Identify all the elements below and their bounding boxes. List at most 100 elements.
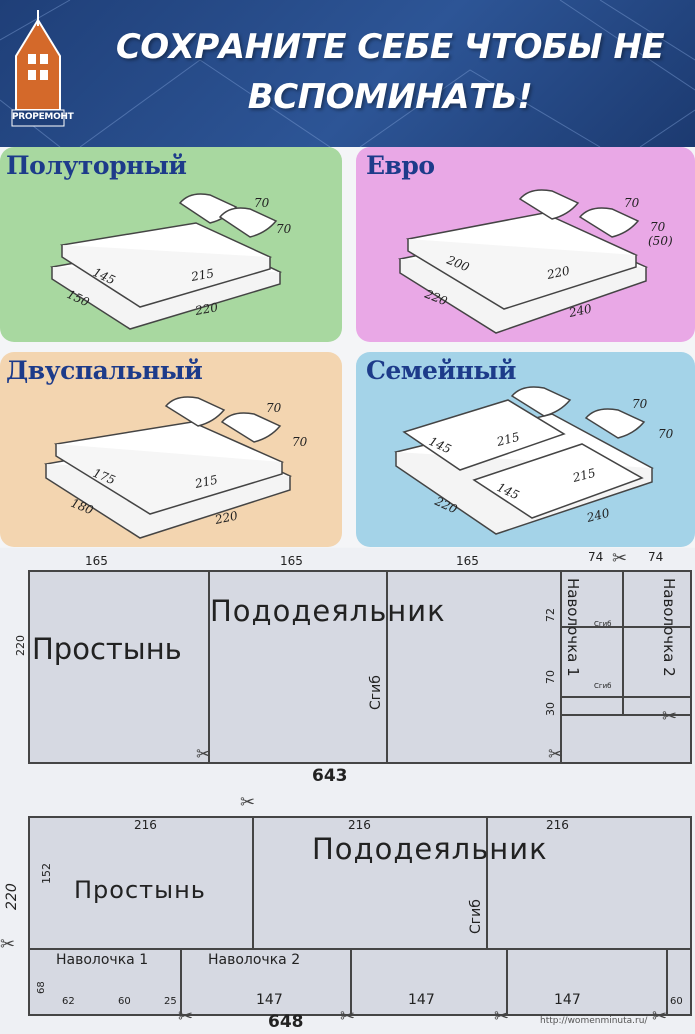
- fold-line: [486, 818, 488, 948]
- duvet-label: Пододеяльник: [312, 832, 548, 866]
- scissors-icon: ✂: [178, 1006, 194, 1027]
- pillow-dim-72: 72: [544, 608, 557, 622]
- duvet-label: Пододеяльник: [210, 594, 446, 628]
- pillow-width: 70: [266, 401, 282, 415]
- divider: [562, 626, 692, 628]
- small-fold-label-2: Сгиб: [594, 682, 612, 690]
- pillow-width: 70: [254, 196, 270, 210]
- total-width: 643: [312, 766, 348, 786]
- bed-width-1: 145: [427, 434, 454, 456]
- panel-semeiny: Семейный 70 70 145 215 145 215 220 240: [356, 352, 695, 547]
- small-fold-label: Сгиб: [594, 620, 612, 628]
- bottom-dim-5: 147: [408, 992, 435, 1008]
- panel-title: Двуспальный: [6, 356, 203, 385]
- divider: [562, 696, 692, 698]
- divider: [506, 948, 508, 1014]
- headline-line-1: СОХРАНИТЕ СЕБЕ ЧТОБЫ НЕ: [115, 27, 665, 67]
- pillow-height: 70: [292, 435, 308, 449]
- dim-side-2: 220: [4, 883, 20, 910]
- sheet-width: 150: [65, 287, 92, 310]
- dim-top-5: 74: [648, 550, 664, 564]
- pillow2-label: Наволочка 2: [208, 952, 301, 968]
- sheet-label: Простынь: [74, 876, 206, 904]
- pillow-height-alt: (50): [648, 234, 673, 248]
- pillow-height: 70: [658, 427, 674, 441]
- logo-house-icon: [11, 10, 65, 127]
- scissors-icon: ✂: [0, 934, 16, 955]
- bottom-dim-3: 25: [164, 996, 177, 1007]
- sheet-width: 220: [432, 494, 460, 517]
- sheet-label: Простынь: [32, 632, 182, 666]
- divider: [560, 572, 562, 762]
- headline-line-2: ВСПОМИНАТЬ!: [247, 77, 533, 117]
- scissors-icon: ✂: [612, 548, 628, 569]
- bottom-dim-7: 60: [670, 996, 683, 1007]
- inner-side-dim: 152: [40, 863, 53, 884]
- pillow1-label: Наволочка 1: [56, 952, 149, 968]
- sheet-width: 220: [422, 286, 450, 308]
- panel-evro: Евро 70 70 (50) 200 220 220 240: [356, 147, 695, 342]
- bed-icon: [398, 189, 649, 334]
- panel-polutorny: Полуторный 70 70 145 215 150 220: [0, 147, 342, 342]
- divider: [622, 572, 624, 714]
- bed-length-1: 215: [494, 430, 521, 449]
- cutting-diagrams: 165 165 165 74 74 ✂ 220 Простынь Пододея…: [0, 548, 695, 1034]
- divider: [350, 948, 352, 1014]
- divider: [208, 572, 210, 762]
- bed-length-2: 215: [570, 466, 597, 485]
- bed-width: 200: [444, 252, 472, 274]
- panel-title: Полуторный: [6, 151, 187, 180]
- sheet-width: 180: [69, 496, 96, 518]
- scissors-icon: ✂: [652, 1006, 668, 1027]
- pillow2-label: Наволочка 2: [660, 578, 678, 677]
- logo-text: PROРЕМОНТ: [12, 112, 74, 122]
- divider: [180, 948, 182, 1014]
- watermark: http://womenminuta.ru/: [540, 1016, 648, 1026]
- bed-icon: [43, 396, 293, 539]
- bed-width: 145: [91, 265, 118, 287]
- fabric-layout-1: Простынь Пододеяльник Сгиб 72 70 30 Наво…: [28, 570, 692, 764]
- sheet-length: 220: [213, 508, 240, 527]
- pillow-dim-30: 30: [544, 702, 557, 716]
- dim-top-2: 165: [280, 554, 303, 568]
- dim-top-4: 74: [588, 550, 604, 564]
- dim-top-3: 216: [546, 818, 569, 832]
- bed-size-panels: Полуторный 70 70 145 215 150 220 Евро: [0, 147, 695, 547]
- pillow1-label: Наволочка 1: [564, 578, 582, 677]
- divider: [252, 818, 254, 948]
- sheet-length: 220: [193, 300, 219, 318]
- total-width: 648: [268, 1012, 304, 1032]
- scissors-icon: ✂: [548, 744, 564, 765]
- bed-length: 220: [545, 263, 572, 282]
- bed-length: 215: [189, 266, 215, 284]
- bottom-dim-1: 62: [62, 996, 75, 1007]
- bottom-dim-6: 147: [554, 992, 581, 1008]
- pillow-height: 70: [276, 222, 292, 236]
- headline: СОХРАНИТЕ СЕБЕ ЧТОБЫ НЕ ВСПОМИНАТЬ!: [90, 22, 690, 122]
- header-banner: PROРЕМОНТ СОХРАНИТЕ СЕБЕ ЧТОБЫ НЕ ВСПОМИ…: [0, 0, 695, 147]
- scissors-icon: ✂: [340, 1006, 356, 1027]
- scissors-icon: ✂: [196, 744, 212, 765]
- banner-decoration: [0, 0, 695, 147]
- panel-title: Евро: [366, 151, 435, 180]
- sheet-length: 240: [567, 301, 594, 320]
- dim-side: 220: [14, 635, 27, 656]
- bottom-dim-4: 147: [256, 992, 283, 1008]
- bed-icon: [394, 386, 654, 535]
- bed-width-2: 145: [495, 480, 522, 502]
- panel-dvuspalny: Двуспальный 70 70 175 215 180 220: [0, 352, 342, 547]
- bed-width: 175: [91, 466, 117, 488]
- dim-top-2: 216: [348, 818, 371, 832]
- divider: [562, 714, 692, 716]
- dim-top-1: 165: [85, 554, 108, 568]
- pillow-height: 70: [650, 220, 666, 234]
- bottom-dim-2: 60: [118, 996, 131, 1007]
- fold-label: Сгиб: [468, 899, 484, 934]
- dim-top-1: 216: [134, 818, 157, 832]
- dim-top-3: 165: [456, 554, 479, 568]
- fold-label: Сгиб: [368, 675, 384, 710]
- divider: [666, 948, 668, 1014]
- fold-line: [386, 572, 388, 762]
- pillow-width: 70: [624, 196, 640, 210]
- scissors-icon: ✂: [240, 792, 256, 813]
